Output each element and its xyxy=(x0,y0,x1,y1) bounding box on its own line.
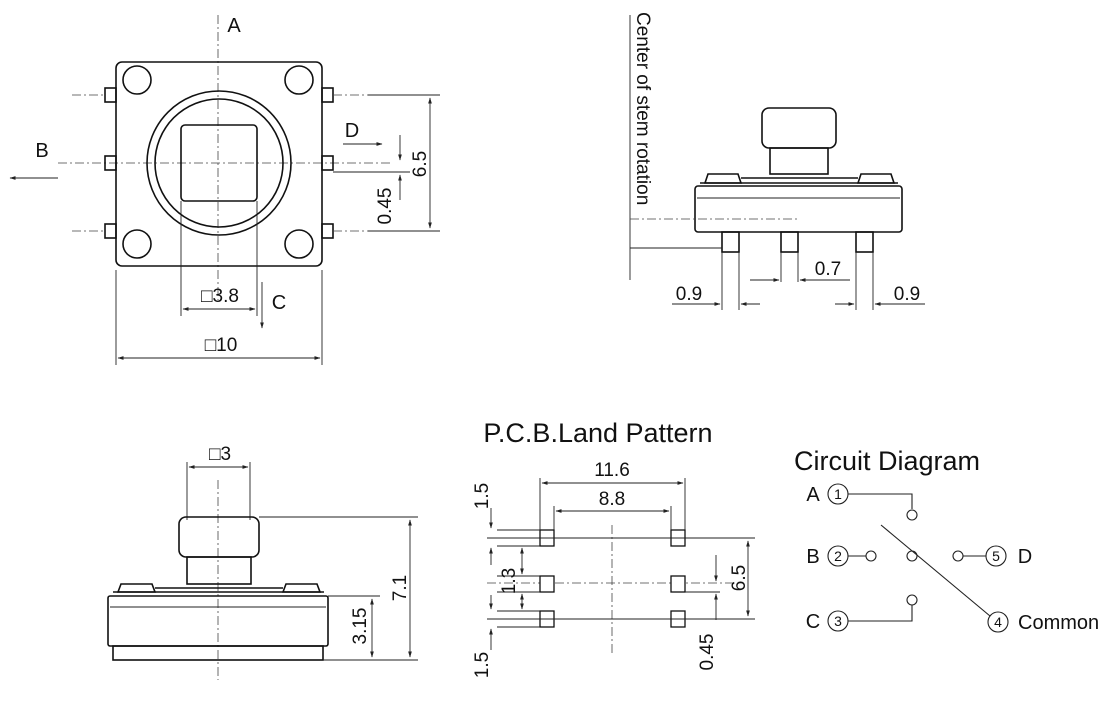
front-view: □3 7.1 3.15 xyxy=(107,444,418,680)
direction-label-a: A xyxy=(227,15,241,37)
dim-offset: 0.45 xyxy=(375,188,396,225)
pin-2-number: 2 xyxy=(834,548,842,564)
pcb-dim-bottom: 1.5 xyxy=(472,652,493,678)
dim-terminal-middle: 0.7 xyxy=(815,259,841,280)
pin-5-circle xyxy=(985,545,1007,567)
center-of-stem-rotation-note: Center of stem rotation xyxy=(632,12,653,205)
terminal-right-bottom xyxy=(321,223,334,239)
pcb-dim-outer: 11.6 xyxy=(594,460,630,481)
contact-d xyxy=(952,550,964,562)
pin-1-number: 1 xyxy=(834,486,842,502)
side-terminal-left xyxy=(721,231,740,253)
terminal-left-top xyxy=(104,87,117,103)
stem-inner-ring xyxy=(154,98,284,228)
terminal-left-bottom xyxy=(104,223,117,239)
top-view: 6.5 0.45 A B D C □3.8 □10 xyxy=(9,15,440,365)
side-terminal-middle xyxy=(780,231,799,253)
dim-stem-size: □3.8 xyxy=(201,286,239,307)
side-body xyxy=(694,185,903,233)
circuit-label-a: A xyxy=(806,484,820,506)
pcb-pad-right-middle xyxy=(670,575,686,593)
terminal-right-top xyxy=(321,87,334,103)
circuit-diagram: Circuit Diagram A 1 B 2 5 D 3 C 4 Common xyxy=(794,446,1099,634)
pcb-land-pattern: P.C.B.Land Pattern 11.6 8.8 1.5 xyxy=(472,418,755,678)
pin-4-number: 4 xyxy=(994,614,1002,630)
terminal-right-middle xyxy=(321,155,334,171)
dim-terminal-left: 0.9 xyxy=(676,284,702,305)
circuit-label-d: D xyxy=(1018,546,1032,568)
contact-common xyxy=(906,550,918,562)
contact-a xyxy=(906,509,918,521)
pcb-title: P.C.B.Land Pattern xyxy=(483,418,712,448)
dim-pin-pitch: 6.5 xyxy=(410,151,431,177)
pcb-dim-pitch: 6.5 xyxy=(729,565,750,591)
direction-label-d: D xyxy=(345,120,359,142)
contact-b xyxy=(865,550,877,562)
circuit-label-common: Common xyxy=(1018,612,1099,634)
side-stem-cap xyxy=(761,107,837,149)
dim-total-height: 7.1 xyxy=(390,575,411,601)
pin-4-circle xyxy=(987,611,1009,633)
corner-hole-top-right xyxy=(284,65,314,95)
stem-outer-ring xyxy=(146,90,292,236)
pin-5-number: 5 xyxy=(992,548,1000,564)
side-view: Center of stem rotation 0.9 0.7 xyxy=(629,12,925,310)
front-base xyxy=(112,645,324,661)
corner-hole-bottom-right xyxy=(284,229,314,259)
pin-3-number: 3 xyxy=(834,613,842,629)
pcb-dim-offset: 0.45 xyxy=(697,634,718,671)
pcb-pad-left-middle xyxy=(539,575,555,593)
front-stem-cap xyxy=(178,516,260,558)
corner-hole-top-left xyxy=(122,65,152,95)
dim-cap-size: □3 xyxy=(209,444,231,465)
switch-lever xyxy=(880,524,991,617)
circuit-label-b: B xyxy=(806,546,819,568)
dim-terminal-right: 0.9 xyxy=(894,284,920,305)
contact-c xyxy=(906,594,918,606)
terminal-left-middle xyxy=(104,155,117,171)
front-stem-shaft xyxy=(186,556,252,585)
direction-label-b: B xyxy=(35,140,48,162)
pin-3-circle xyxy=(827,610,849,632)
side-stem-shaft xyxy=(769,147,829,175)
circuit-title: Circuit Diagram xyxy=(794,446,980,476)
dim-body-height: 3.15 xyxy=(350,608,371,645)
direction-label-c: C xyxy=(272,292,286,314)
stem-square xyxy=(180,124,258,202)
pcb-dim-spacing: 1.3 xyxy=(499,568,520,594)
pcb-dim-inner: 8.8 xyxy=(599,489,625,510)
corner-hole-bottom-left xyxy=(122,229,152,259)
side-terminal-right xyxy=(855,231,874,253)
pcb-dim-top: 1.5 xyxy=(472,483,493,509)
circuit-label-c: C xyxy=(806,611,820,633)
dim-body-size: □10 xyxy=(205,335,238,356)
